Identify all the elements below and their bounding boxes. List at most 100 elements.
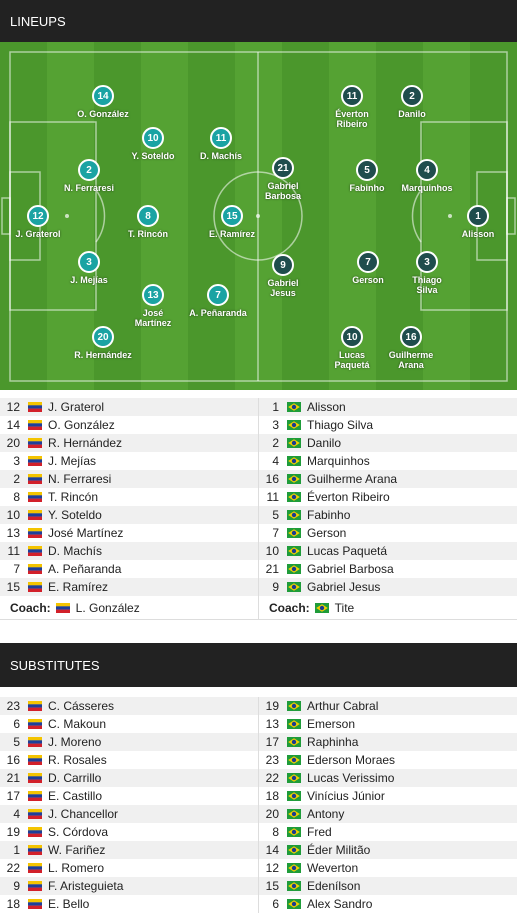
- brazil-flag-icon: [287, 528, 301, 538]
- shirt-number: 1: [13, 843, 20, 857]
- venezuela-flag-icon: [55, 602, 70, 613]
- player-name: L. Romero: [48, 861, 105, 875]
- shirt-number: 4: [272, 454, 279, 468]
- player-name: Vinícius Júnior: [307, 789, 385, 803]
- player-name: R. Hernández: [74, 350, 132, 360]
- shirt-number: 19: [265, 699, 279, 713]
- shirt-number: 11: [266, 490, 279, 504]
- player-name: Fabinho: [349, 183, 385, 193]
- home-player-entry[interactable]: 22 L. Romero: [0, 859, 258, 877]
- player-name: W. Fariñez: [48, 843, 106, 857]
- shirt-number: 22: [6, 861, 20, 875]
- away-player-entry[interactable]: 3 Thiago Silva: [258, 416, 517, 434]
- brazil-flag-icon: [287, 492, 301, 502]
- shirt-number: 22: [265, 771, 279, 785]
- brazil-flag-icon: [287, 402, 301, 412]
- shirt-number: 3: [272, 418, 279, 432]
- shirt-number: 14: [6, 418, 20, 432]
- shirt-number: 10: [341, 326, 363, 348]
- shirt-number: 20: [92, 326, 114, 348]
- player-name: C. Makoun: [48, 717, 107, 731]
- player-name: Thiago Silva: [307, 418, 374, 432]
- away-coach[interactable]: Coach:Tite: [258, 596, 517, 619]
- brazil-flag-icon: [287, 546, 301, 556]
- home-player-entry[interactable]: 1 W. Fariñez: [0, 841, 258, 859]
- player-name: N. Ferraresi: [48, 472, 112, 486]
- player-name: A. Peñaranda: [189, 308, 247, 318]
- shirt-number: 21: [265, 562, 279, 576]
- home-coach[interactable]: Coach:L. González: [0, 596, 258, 619]
- shirt-number: 17: [265, 735, 279, 749]
- home-pitch-player[interactable]: 20 R. Hernández: [63, 326, 143, 360]
